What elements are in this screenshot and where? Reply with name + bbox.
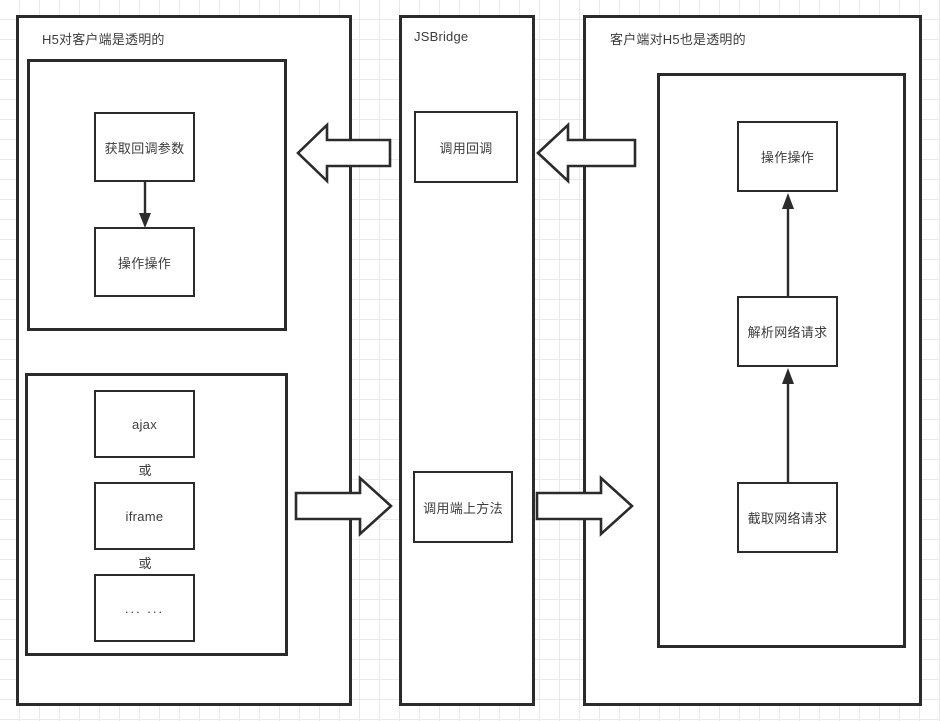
node-invoke-callback[interactable]: 调用回调 [414, 111, 518, 183]
block-arrow-native-to-jsbridge-icon [536, 122, 637, 184]
separator-or-2: 或 [138, 556, 152, 571]
connector-intercept-to-parse [782, 368, 794, 483]
node-get-callback-params[interactable]: 获取回调参数 [94, 112, 195, 182]
panel-jsbridge-title: JSBridge [414, 29, 469, 44]
connector-parse-to-native-operate [782, 193, 794, 297]
node-invoke-native-method[interactable]: 调用端上方法 [413, 471, 513, 543]
separator-or-1: 或 [138, 463, 152, 478]
node-iframe[interactable]: iframe [94, 482, 195, 550]
block-arrow-h5-to-jsbridge-icon [294, 475, 393, 537]
panel-native-title: 客户端对H5也是透明的 [610, 32, 746, 47]
node-parse-network-request[interactable]: 解析网络请求 [737, 296, 838, 367]
node-ajax[interactable]: ajax [94, 390, 195, 458]
node-h5-operate[interactable]: 操作操作 [94, 227, 195, 297]
node-intercept-network-request[interactable]: 截取网络请求 [737, 482, 838, 553]
panel-h5-title: H5对客户端是透明的 [42, 32, 165, 47]
block-arrow-jsbridge-to-h5-icon [296, 121, 392, 185]
block-arrow-jsbridge-to-native-icon [535, 475, 634, 537]
node-etc[interactable]: ... ... [94, 574, 195, 642]
connector-get-callback-params-to-h5-operate [139, 180, 151, 228]
node-native-operate[interactable]: 操作操作 [737, 121, 838, 192]
